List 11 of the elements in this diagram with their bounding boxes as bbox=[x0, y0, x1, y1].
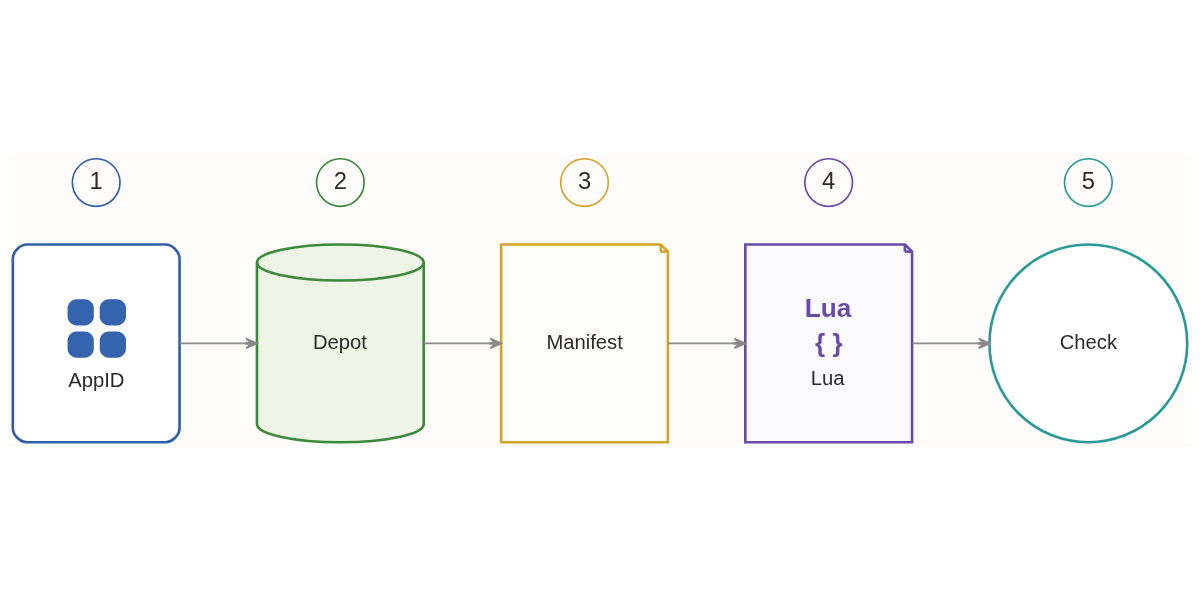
node-circle: 1 bbox=[71, 157, 121, 207]
arrow bbox=[666, 337, 747, 349]
node-circle: Check bbox=[988, 242, 1189, 444]
node-box: AppID bbox=[11, 242, 181, 444]
node-circle: 3 bbox=[559, 157, 610, 207]
arrow bbox=[422, 337, 502, 349]
arrow bbox=[178, 337, 258, 349]
arrow bbox=[911, 337, 991, 349]
node-circle: 4 bbox=[804, 157, 854, 207]
node-circle: 2 bbox=[315, 157, 365, 207]
node-circle: 5 bbox=[1063, 157, 1113, 207]
